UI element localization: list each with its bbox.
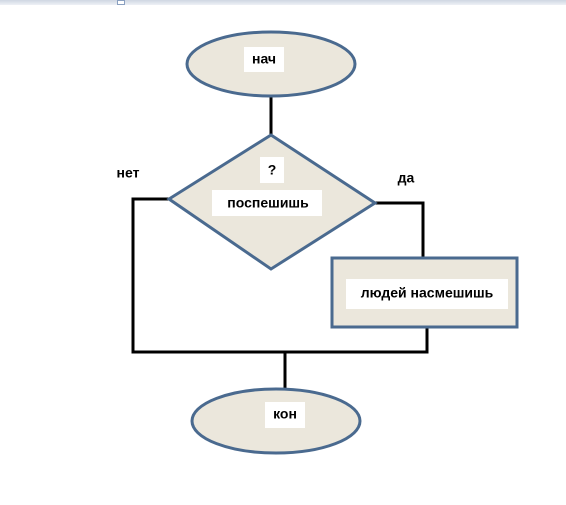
process-label: людей насмешишь (361, 285, 494, 301)
window-top-mark (117, 0, 125, 5)
connectors (131, 96, 429, 390)
window-top-strip (0, 0, 566, 5)
no-branch-label: нет (117, 165, 140, 181)
yes-branch-label: да (398, 170, 415, 186)
connector-process-to-merge (285, 328, 429, 354)
connector-no-branch (131, 197, 285, 354)
question-label-bg (260, 157, 284, 183)
connector-yes-branch (375, 201, 425, 257)
start-label-bg (244, 47, 284, 72)
process-label-bg (346, 279, 508, 309)
end-label: кон (273, 406, 297, 422)
start-label: нач (252, 51, 276, 67)
decision-label: поспешишь (227, 195, 309, 211)
question-label: ? (268, 162, 277, 178)
end-label-bg (265, 402, 305, 428)
decision-label-bg (212, 190, 322, 216)
